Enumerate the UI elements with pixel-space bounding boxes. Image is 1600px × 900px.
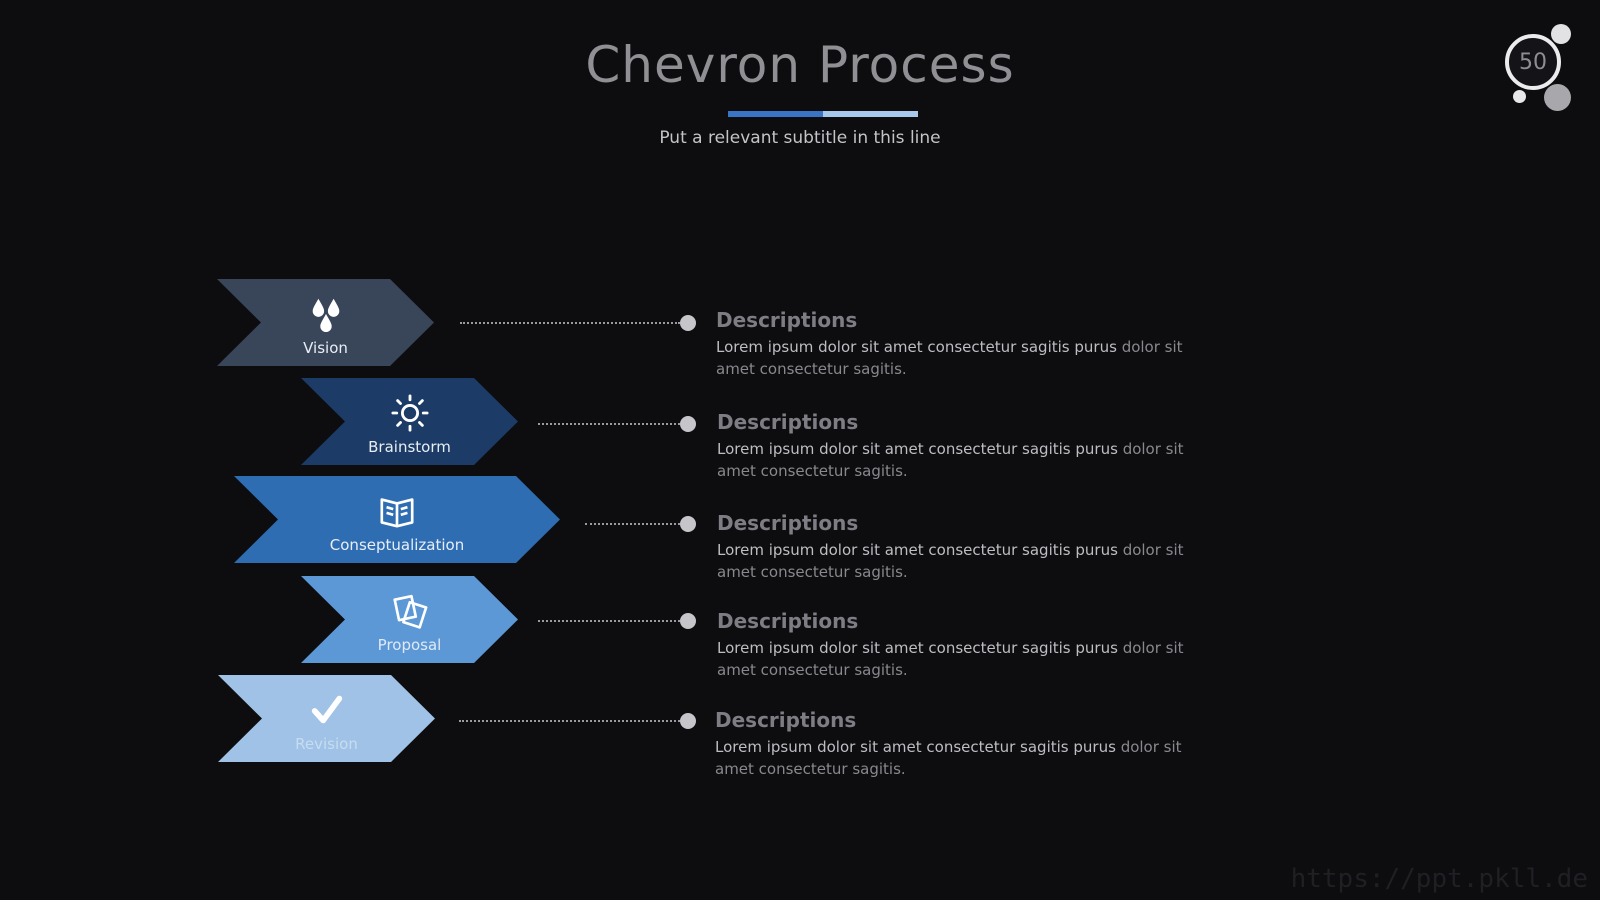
chevron-label: Revision <box>295 735 358 753</box>
page-title: Chevron Process <box>585 36 1015 94</box>
documents-icon <box>301 592 518 634</box>
sun-icon <box>301 394 518 436</box>
description-text-muted: dolor sit amet consectetur sagitis. <box>715 738 1182 778</box>
chevron-conseptualization: Conseptualization <box>234 476 560 563</box>
dotted-connector <box>538 423 680 425</box>
description-text: Lorem ipsum dolor sit amet consectetur s… <box>717 438 1187 482</box>
book-icon <box>234 492 560 534</box>
connector-bullet <box>680 713 696 729</box>
description-text: Lorem ipsum dolor sit amet consectetur s… <box>717 539 1187 583</box>
chevron-label: Brainstorm <box>368 438 451 456</box>
description-text-main: Lorem ipsum dolor sit amet consectetur s… <box>717 440 1118 458</box>
title-underline-dark <box>728 111 823 117</box>
description-title: Descriptions <box>717 609 859 633</box>
description-text-main: Lorem ipsum dolor sit amet consectetur s… <box>716 338 1117 356</box>
dotted-connector <box>585 523 680 525</box>
description-title: Descriptions <box>717 410 859 434</box>
description-text-main: Lorem ipsum dolor sit amet consectetur s… <box>715 738 1116 756</box>
description-text: Lorem ipsum dolor sit amet consectetur s… <box>716 336 1186 380</box>
chevron-label: Conseptualization <box>329 536 465 554</box>
description-text-muted: dolor sit amet consectetur sagitis. <box>717 541 1184 581</box>
water-drops-icon <box>217 295 434 337</box>
page-number-badge: 50 <box>1505 34 1561 90</box>
decorative-dot <box>1513 90 1526 103</box>
chevron-revision: Revision <box>218 675 435 762</box>
chevron-shape <box>301 576 518 663</box>
description-text-muted: dolor sit amet consectetur sagitis. <box>716 338 1183 378</box>
decorative-dot <box>1551 24 1571 44</box>
checkmark-icon <box>218 691 435 733</box>
dotted-connector <box>538 620 680 622</box>
description-text: Lorem ipsum dolor sit amet consectetur s… <box>715 736 1185 780</box>
watermark: https://ppt.pkll.de <box>1290 864 1588 894</box>
chevron-proposal: Proposal <box>301 576 518 663</box>
chevron-vision: Vision <box>217 279 434 366</box>
description-title: Descriptions <box>716 308 858 332</box>
description-title: Descriptions <box>717 511 859 535</box>
dotted-connector <box>460 322 680 324</box>
description-title: Descriptions <box>715 708 857 732</box>
chevron-label: Proposal <box>377 636 442 654</box>
connector-bullet <box>680 613 696 629</box>
decorative-dot <box>1544 84 1571 111</box>
connector-bullet <box>680 315 696 331</box>
description-text-main: Lorem ipsum dolor sit amet consectetur s… <box>717 541 1118 559</box>
connector-bullet <box>680 416 696 432</box>
title-underline-light <box>823 111 918 117</box>
chevron-brainstorm: Brainstorm <box>301 378 518 465</box>
connector-bullet <box>680 516 696 532</box>
dotted-connector <box>459 720 680 722</box>
page-subtitle: Put a relevant subtitle in this line <box>659 128 941 148</box>
chevron-label: Vision <box>303 339 348 357</box>
description-text-main: Lorem ipsum dolor sit amet consectetur s… <box>717 639 1118 657</box>
description-text: Lorem ipsum dolor sit amet consectetur s… <box>717 637 1187 681</box>
description-text-muted: dolor sit amet consectetur sagitis. <box>717 440 1184 480</box>
page-number: 50 <box>1519 49 1547 75</box>
description-text-muted: dolor sit amet consectetur sagitis. <box>717 639 1184 679</box>
